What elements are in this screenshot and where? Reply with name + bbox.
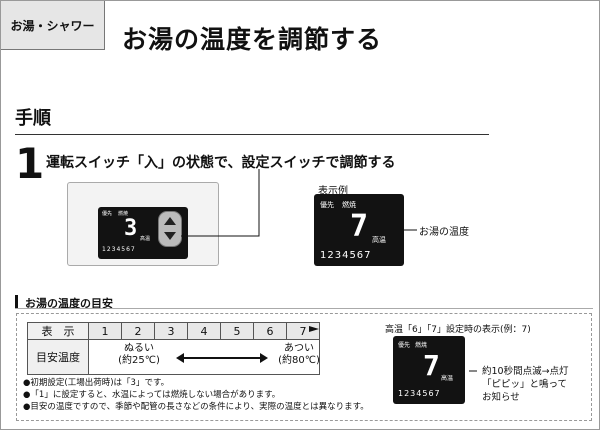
temperature-guide-table: 表 示 1 2 3 4 5 6 7 目安温度 ぬるい (約25℃): [27, 322, 320, 375]
callout-pointer-icon: [309, 326, 319, 332]
category-tab: お湯・シャワー: [1, 1, 105, 50]
table-header-row: 表 示 1 2 3 4 5 6 7: [27, 322, 320, 340]
high-temp-indicator-1: 優先: [398, 342, 411, 349]
remote-unit: 高温: [140, 236, 151, 242]
step-number: 1: [15, 139, 45, 188]
note-item: ●目安の温度ですので、季節や配管の長さなどの条件により、実際の温度とは異なります…: [23, 402, 369, 412]
remote-indicator-1: 優先: [102, 211, 113, 217]
temperature-gauge: ぬるい (約25℃) あつい (約80℃): [89, 340, 320, 374]
level-cell: 2: [121, 322, 155, 340]
range-arrow-line: [182, 357, 262, 359]
temperature-setting-switch[interactable]: [158, 211, 182, 247]
guide-heading: お湯の温度の目安: [25, 297, 113, 310]
guide-divider: [15, 308, 593, 309]
high-temp-scale: 1234567: [398, 389, 441, 398]
example-digit: 7: [350, 209, 369, 244]
remote-digit: 3: [124, 216, 138, 241]
annotation-line: 「ピピッ」と鳴って: [482, 379, 568, 390]
level-cell: 3: [154, 322, 188, 340]
example-label: 表示例: [318, 186, 348, 197]
up-arrow-icon: [164, 217, 176, 225]
example-annotation: お湯の温度: [419, 227, 469, 238]
annotation-line: 約10秒間点滅→点灯: [482, 366, 569, 377]
high-temp-example: 高温「6」「7」設定時の表示(例：7) 優先 燃焼 7 高温 1234567 約…: [385, 322, 587, 412]
page-title: お湯の温度を調節する: [122, 25, 383, 54]
example-indicator-1: 優先: [320, 201, 334, 209]
remote-indicator-2: 燃焼: [118, 211, 129, 217]
left-arrowhead-icon: [176, 353, 184, 363]
high-temp-label: あつい (約80℃): [269, 343, 329, 367]
note-item: ●「1」に設定すると、水温によっては燃焼しない場合があります。: [23, 390, 281, 400]
high-temp-display: 優先 燃焼 7 高温 1234567: [393, 336, 465, 404]
low-label: ぬるい: [124, 343, 154, 354]
header-label-cell: 表 示: [27, 322, 89, 340]
right-arrowhead-icon: [260, 353, 268, 363]
low-temp-label: ぬるい (約25℃): [109, 343, 169, 367]
remote-scale: 1234567: [102, 246, 136, 253]
down-arrow-icon: [164, 232, 176, 240]
row-label-cell: 目安温度: [27, 339, 89, 375]
high-temp-digit: 7: [423, 349, 440, 382]
example-indicator-2: 燃焼: [342, 201, 356, 209]
note-item: ●初期設定(工場出荷時)は「3」です。: [23, 378, 170, 388]
high-temp-unit: 高温: [441, 375, 454, 382]
high-temp-value: (約80℃): [278, 355, 320, 366]
temperature-range-cell: ぬるい (約25℃) あつい (約80℃): [88, 339, 320, 375]
procedure-heading: 手順: [15, 108, 51, 129]
guide-heading-bar: [15, 295, 18, 308]
guide-box: [16, 313, 592, 421]
example-scale: 1234567: [320, 250, 372, 261]
high-label: あつい: [284, 343, 314, 354]
level-cell: 4: [187, 322, 221, 340]
low-temp-value: (約25℃): [118, 355, 160, 366]
notes-list: ●初期設定(工場出荷時)は「3」です。 ●「1」に設定すると、水温によっては燃焼…: [23, 377, 369, 413]
high-temp-caption: 高温「6」「7」設定時の表示(例：7): [385, 325, 531, 335]
example-unit: 高温: [372, 236, 386, 244]
level-cell: 1: [88, 322, 122, 340]
table-temperature-row: 目安温度 ぬるい (約25℃) あつい (約80℃): [27, 339, 320, 375]
procedure-divider: [15, 134, 489, 135]
step-instruction: 運転スイッチ「入」の状態で、設定スイッチで調節する: [46, 155, 396, 171]
high-temp-indicator-2: 燃焼: [415, 342, 428, 349]
annotation-line: お知らせ: [482, 392, 520, 403]
level-cell: 5: [220, 322, 254, 340]
level-cell: 6: [253, 322, 287, 340]
high-temp-annotation: 約10秒間点滅→点灯 「ピピッ」と鳴って お知らせ: [482, 365, 569, 404]
